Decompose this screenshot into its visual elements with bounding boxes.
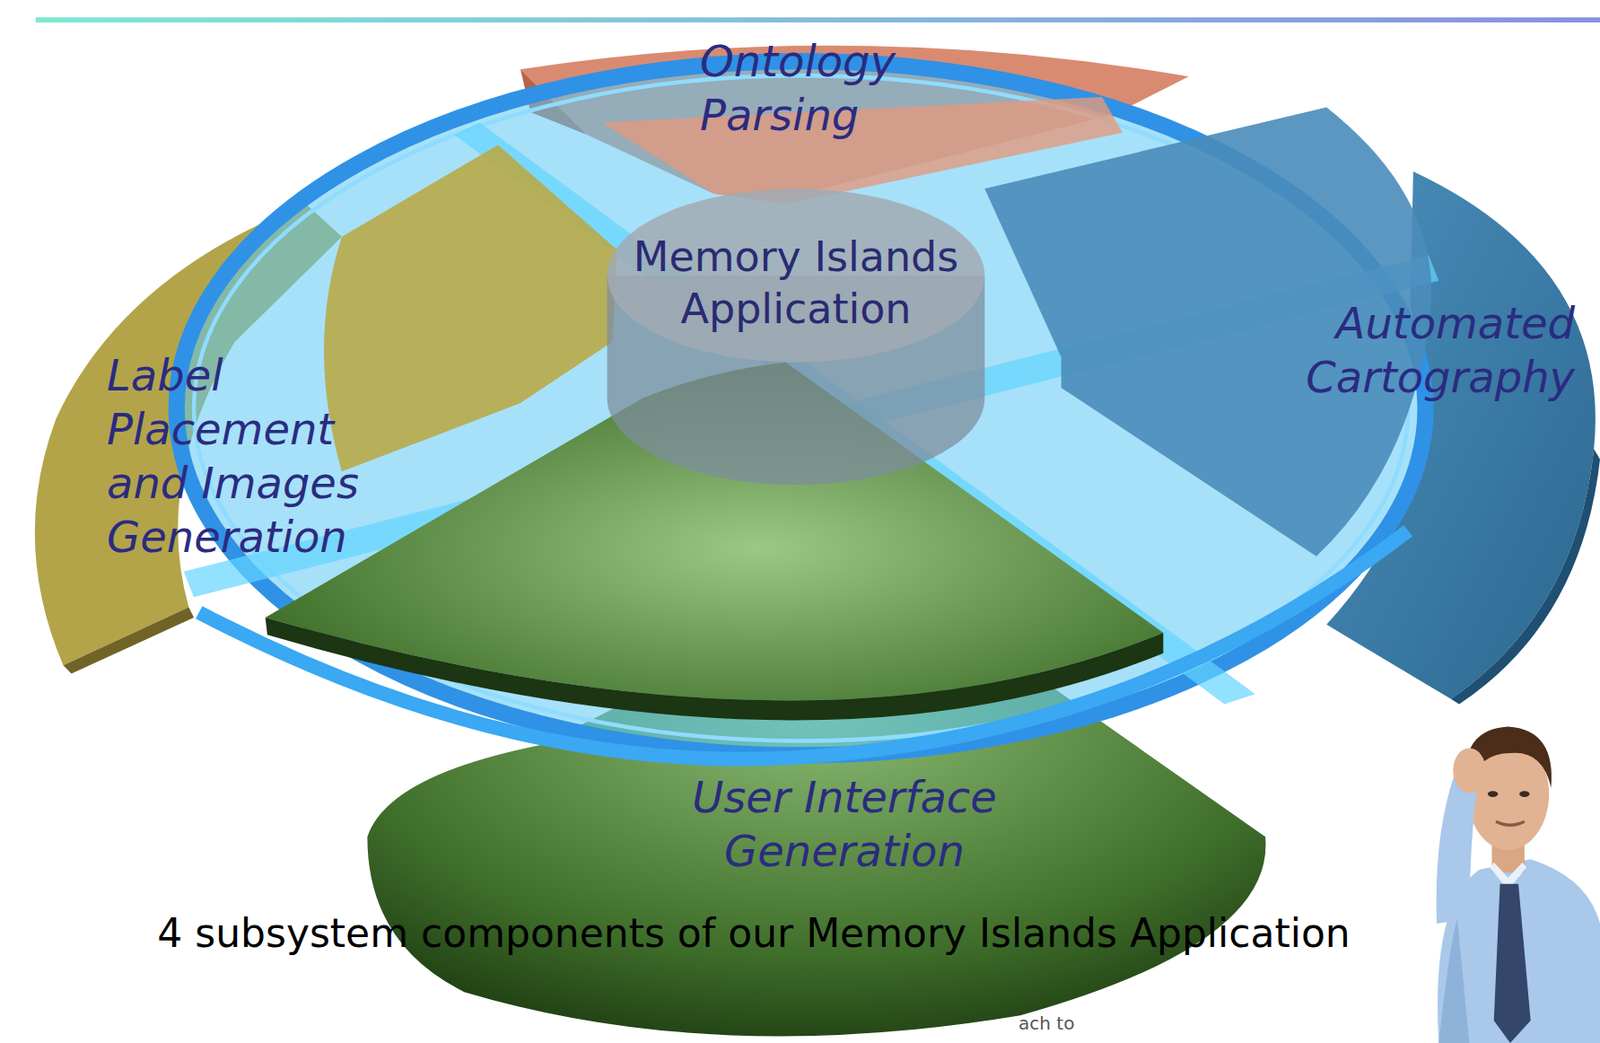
center-title: Memory Islands Application — [598, 231, 994, 335]
footer-fragment: ach to — [1018, 1012, 1075, 1034]
component-name: Automated Cartography — [1215, 296, 1575, 404]
component-name: Label Placement and Images Generation — [106, 348, 376, 564]
center-disk: Memory Islands Application — [598, 231, 994, 335]
figure-caption: 4 subsystem components of our Memory Isl… — [53, 909, 1454, 956]
component-name: Ontology Parsing — [699, 34, 961, 142]
sector-block: User Interface Generation — [655, 769, 1033, 878]
sector-block: Automated Cartography — [1215, 296, 1575, 404]
sector-block: Label Placement and Images Generation — [106, 348, 376, 564]
sector-block: Ontology Parsing — [699, 34, 961, 142]
component-name: User Interface Generation — [655, 769, 1033, 878]
